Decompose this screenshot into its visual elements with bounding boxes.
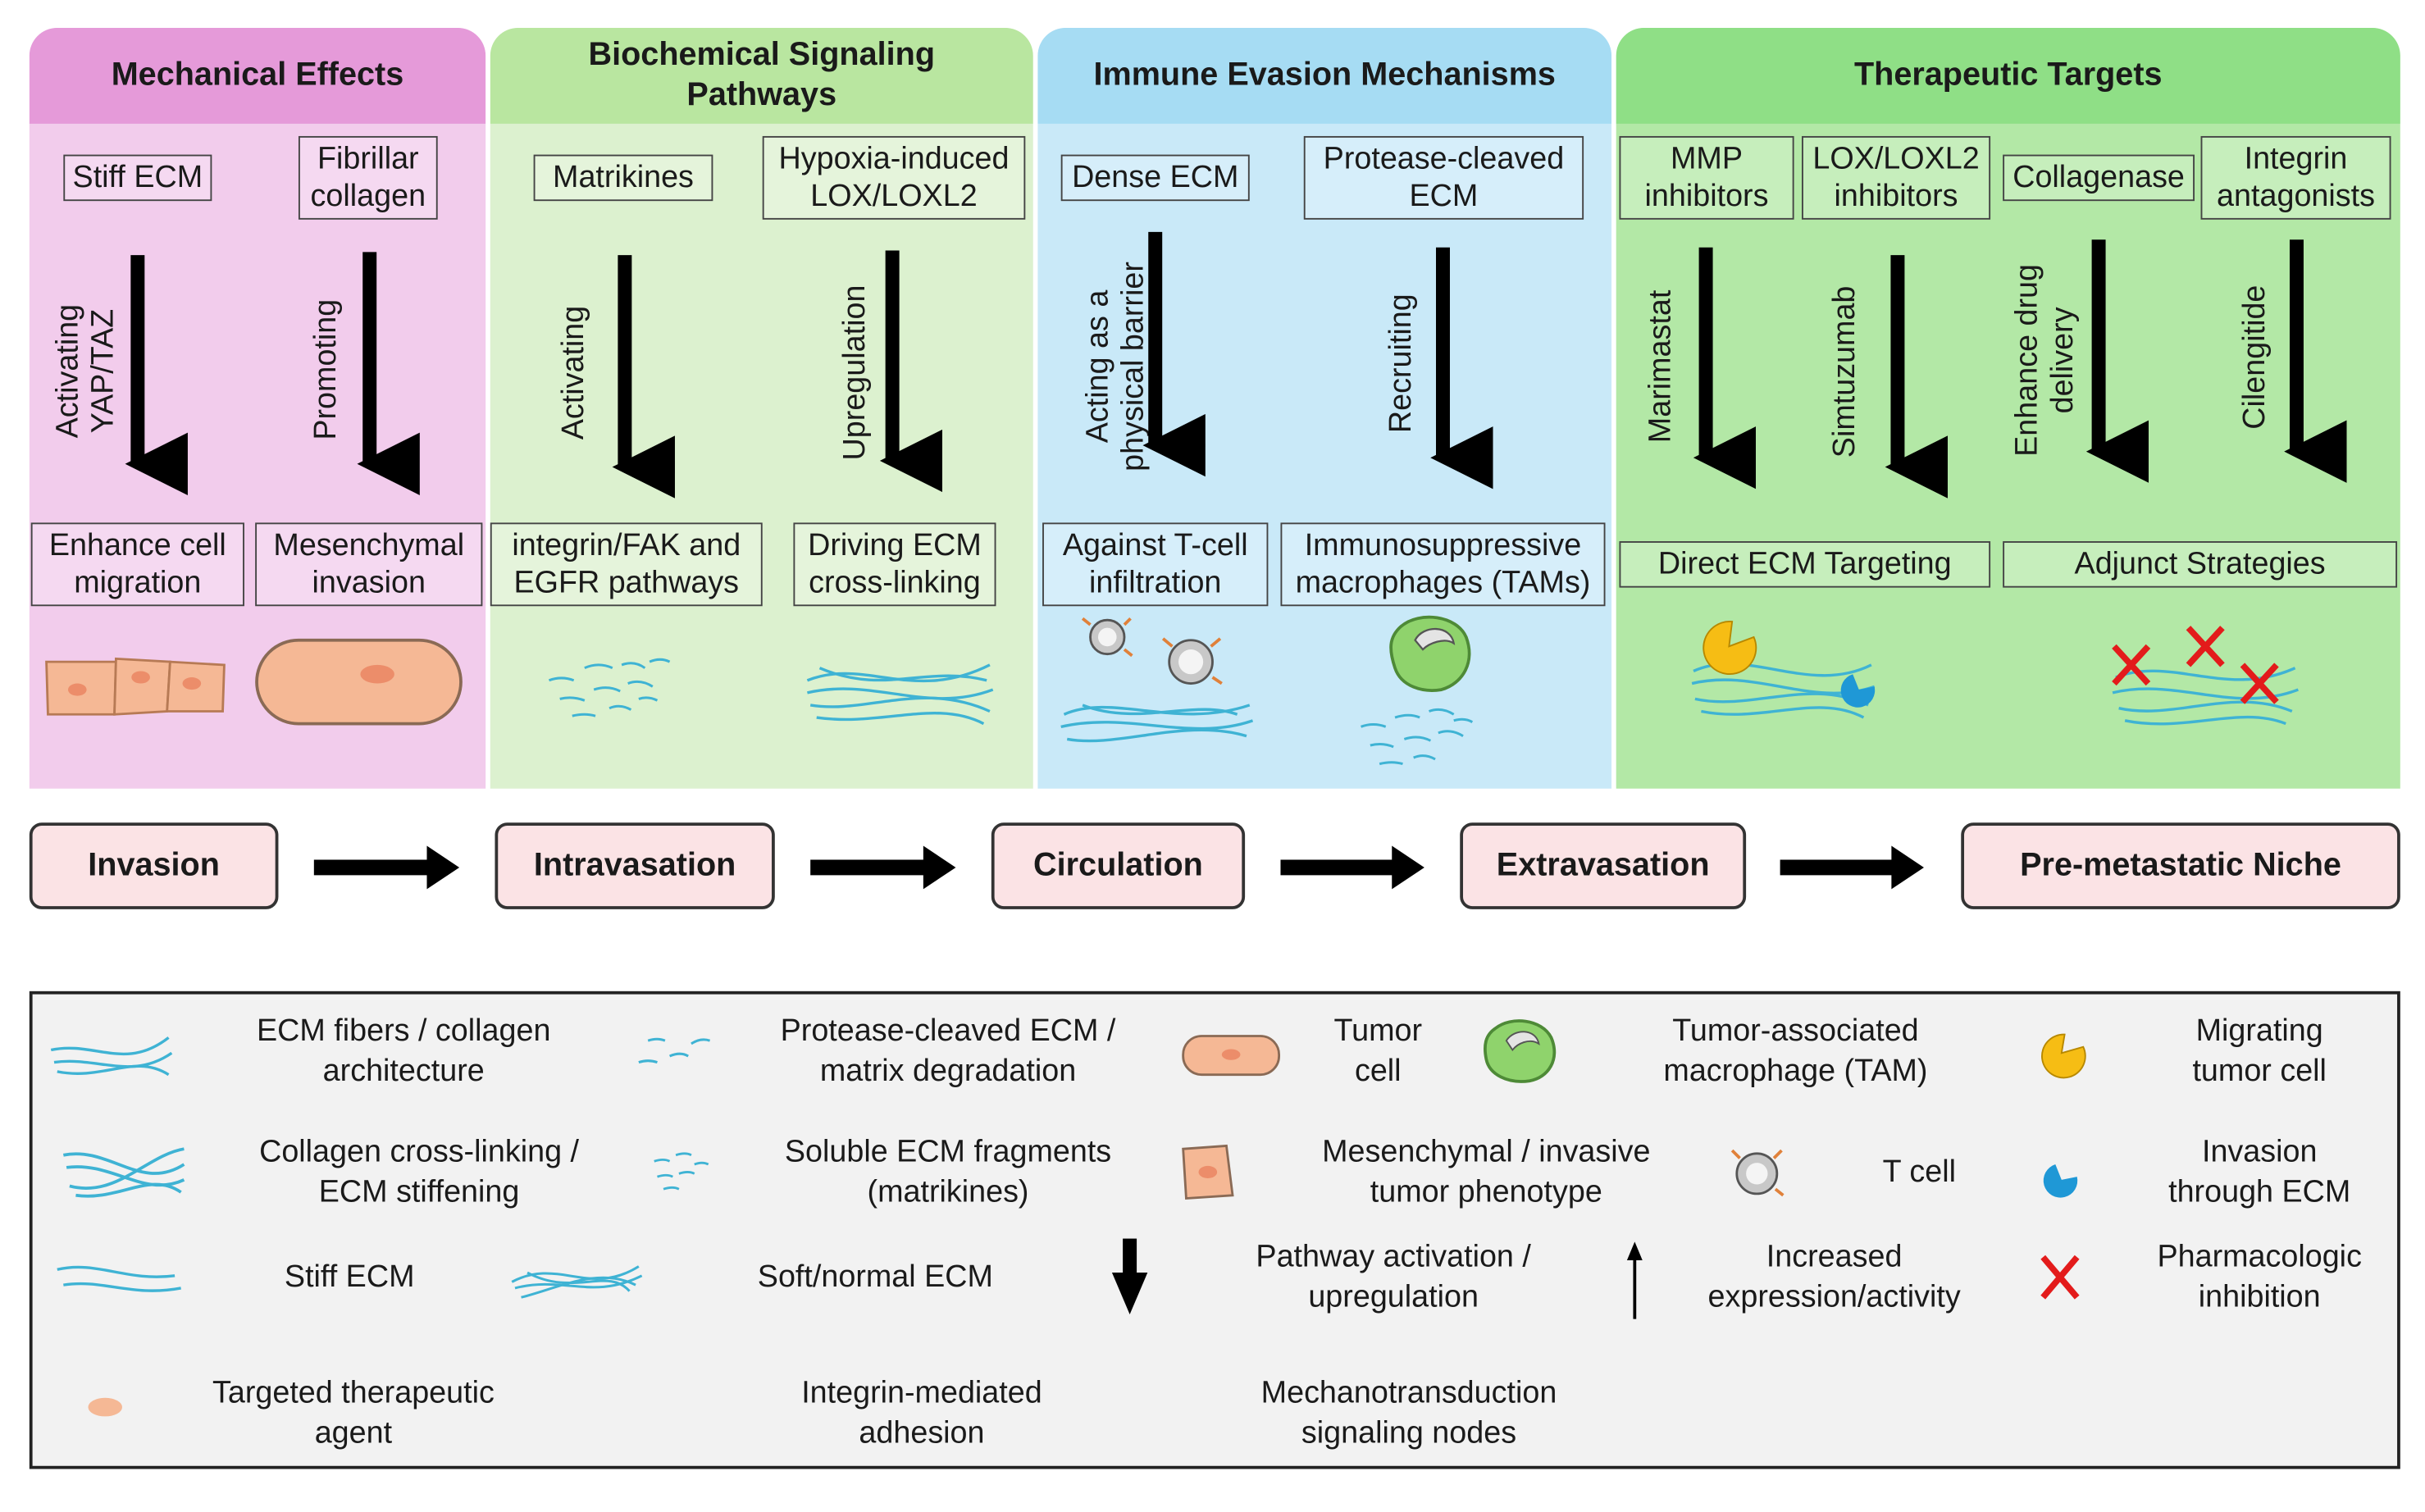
right-arrow-icon	[1780, 845, 1924, 890]
legend: ECM fibers / collagen architecture Prote…	[29, 991, 2400, 1469]
arrow-label: Marimastat	[1643, 289, 1679, 444]
migrating-tumor-cell-icon	[2041, 1033, 2086, 1079]
arrow-label: Cilengitide	[2237, 285, 2272, 430]
tumor-cell-icon	[1182, 1035, 1281, 1077]
legend-migrating-tumor-cell: Migrating tumor cell	[2192, 1014, 2327, 1089]
box-protease-cleaved-ecm: Protease-cleaved ECM	[1303, 135, 1584, 220]
panel-title: Mechanical Effects	[29, 27, 486, 124]
legend-soluble-fragments: Soluble ECM fragments (matrikines)	[784, 1135, 1112, 1209]
soluble-fragments-icon	[654, 1152, 709, 1191]
panel-title: Biochemical Signaling Pathways	[490, 27, 1033, 124]
legend-tumor-cell: Tumor cell	[1333, 1014, 1423, 1089]
legend-t-cell: T cell	[1882, 1154, 1957, 1190]
ecm-fibers-icon	[50, 1036, 173, 1077]
arrow-label: Enhance drug delivery	[2010, 263, 2081, 457]
tam-icon	[1483, 1019, 1557, 1083]
legend-tam: Tumor-associated macrophage (TAM)	[1663, 1014, 1928, 1089]
legend-icons	[50, 1019, 2086, 1417]
right-arrow-icon	[1280, 845, 1424, 890]
stage-intravasation: Intravasation	[495, 822, 775, 909]
legend-soft-ecm: Soft/normal ECM	[757, 1259, 993, 1295]
arrow-label: Activating	[556, 305, 591, 440]
arrow-label: Activating YAP/TAZ	[51, 303, 121, 439]
crosslinking-icon	[62, 1147, 185, 1198]
arrow-label: Upregulation	[838, 285, 873, 461]
arrow-label: Recruiting	[1383, 294, 1419, 434]
legend-pathway-activation: Pathway activation / upregulation	[1256, 1240, 1531, 1314]
panel-title: Therapeutic Targets	[1616, 27, 2400, 124]
arrow-label: Promoting	[309, 298, 344, 440]
legend-mechanotransduction: Mechanotransduction signaling nodes	[1260, 1376, 1557, 1451]
stage-extravasation: Extravasation	[1460, 822, 1747, 909]
increased-expression-icon	[1626, 1241, 1643, 1319]
soft-ecm-icon	[511, 1265, 643, 1299]
box-dense-ecm: Dense ECM	[1060, 154, 1250, 202]
box-matrikines: Matrikines	[533, 154, 713, 202]
stiff-ecm-icon	[57, 1265, 181, 1292]
box-hypoxia-lox: Hypoxia-induced LOX/LOXL2	[762, 135, 1026, 220]
right-arrow-icon	[810, 845, 956, 890]
legend-mesenchymal: Mesenchymal / invasive tumor phenotype	[1322, 1135, 1651, 1209]
box-direct-ecm-targeting: Direct ECM Targeting	[1619, 541, 1991, 588]
right-arrow-icon	[313, 845, 460, 890]
mesenchymal-phenotype-icon	[1182, 1144, 1234, 1200]
box-collagenase: Collagenase	[2003, 154, 2195, 202]
t-cell-icon	[1730, 1149, 1785, 1197]
stage-circulation: Circulation	[991, 822, 1246, 909]
stage-pre-metastatic-niche: Pre-metastatic Niche	[1961, 822, 2400, 909]
box-against-tcell-infiltration: Against T-cell infiltration	[1042, 522, 1269, 607]
box-mesenchymal-invasion: Mesenchymal invasion	[255, 522, 483, 607]
legend-increased-expression: Increased expression/activity	[1707, 1240, 1961, 1314]
box-mmp-inhibitors: MMP inhibitors	[1619, 135, 1794, 220]
box-stiff-ecm: Stiff ECM	[63, 154, 212, 202]
box-immunosuppressive-macrophages: Immunosuppressive macrophages (TAMs)	[1280, 522, 1606, 607]
legend-integrin-adhesion: Integrin-mediated adhesion	[801, 1376, 1042, 1451]
pathway-activation-icon	[1111, 1238, 1148, 1314]
legend-targeted-agent: Targeted therapeutic agent	[212, 1376, 495, 1451]
box-fibrillar-collagen: Fibrillar collagen	[298, 135, 438, 220]
box-enhance-cell-migration: Enhance cell migration	[30, 522, 244, 607]
arrow-label: Acting as a physical barrier	[1081, 262, 1151, 471]
pharmacologic-inhibition-icon	[2040, 1255, 2080, 1300]
box-lox-inhibitors: LOX/LOXL2 inhibitors	[1802, 135, 1991, 220]
legend-invasion-through-ecm: Invasion through ECM	[2168, 1135, 2351, 1209]
invasion-through-ecm-icon	[2043, 1164, 2078, 1198]
legend-ecm-fibers: ECM fibers / collagen architecture	[256, 1014, 551, 1089]
legend-stiff-ecm: Stiff ECM	[284, 1259, 415, 1295]
targeted-agent-icon	[88, 1397, 122, 1417]
protease-cleaved-ecm-icon	[638, 1037, 711, 1064]
panel-title: Immune Evasion Mechanisms	[1037, 27, 1612, 124]
legend-protease-cleaved: Protease-cleaved ECM / matrix degradatio…	[780, 1014, 1116, 1089]
legend-crosslinking: Collagen cross-linking / ECM stiffening	[259, 1135, 580, 1209]
box-integrin-antagonists: Integrin antagonists	[2200, 135, 2391, 220]
box-driving-ecm-crosslinking: Driving ECM cross-linking	[793, 522, 996, 607]
stage-invasion: Invasion	[29, 822, 279, 909]
arrow-label: Simtuzumab	[1828, 285, 1862, 458]
box-adjunct-strategies: Adjunct Strategies	[2003, 541, 2398, 588]
box-integrin-fak-egfr: integrin/FAK and EGFR pathways	[490, 522, 763, 607]
legend-pharmacologic-inhibition: Pharmacologic inhibition	[2157, 1240, 2362, 1314]
